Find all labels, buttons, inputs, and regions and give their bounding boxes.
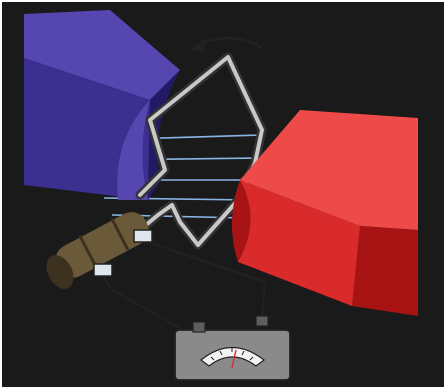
meter-terminal [256, 316, 268, 326]
meter-terminal [193, 322, 205, 332]
brush [94, 264, 112, 276]
south-magnet-side-face [352, 226, 418, 316]
brush [134, 230, 152, 242]
